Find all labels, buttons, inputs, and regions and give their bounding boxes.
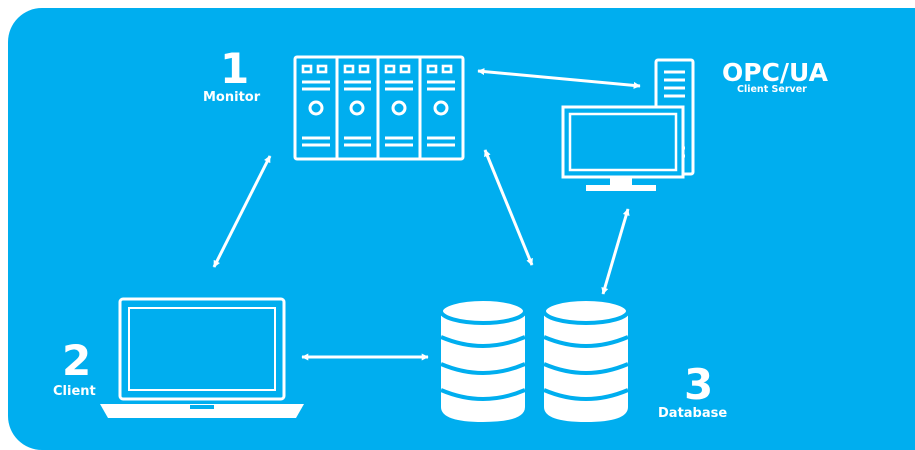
opcua-title: OPC/UA [722,58,828,87]
client-number: 2 [62,336,92,385]
database-number: 3 [684,360,714,409]
server-rack-icon [293,55,465,161]
laptop-icon [100,297,304,418]
arrow-monitor-opcua [477,68,641,89]
monitor-number: 1 [220,44,250,93]
desktop-computer-icon [561,58,695,191]
arrow-monitor-database [483,149,534,266]
arrow-opcua-database [601,208,630,295]
client-label: Client [53,384,96,399]
database-icon [439,297,630,422]
opcua-subtitle: Client Server [737,84,807,95]
monitor-label: Monitor [203,90,261,105]
database-label: Database [658,406,728,421]
arrow-monitor-client [212,155,272,268]
